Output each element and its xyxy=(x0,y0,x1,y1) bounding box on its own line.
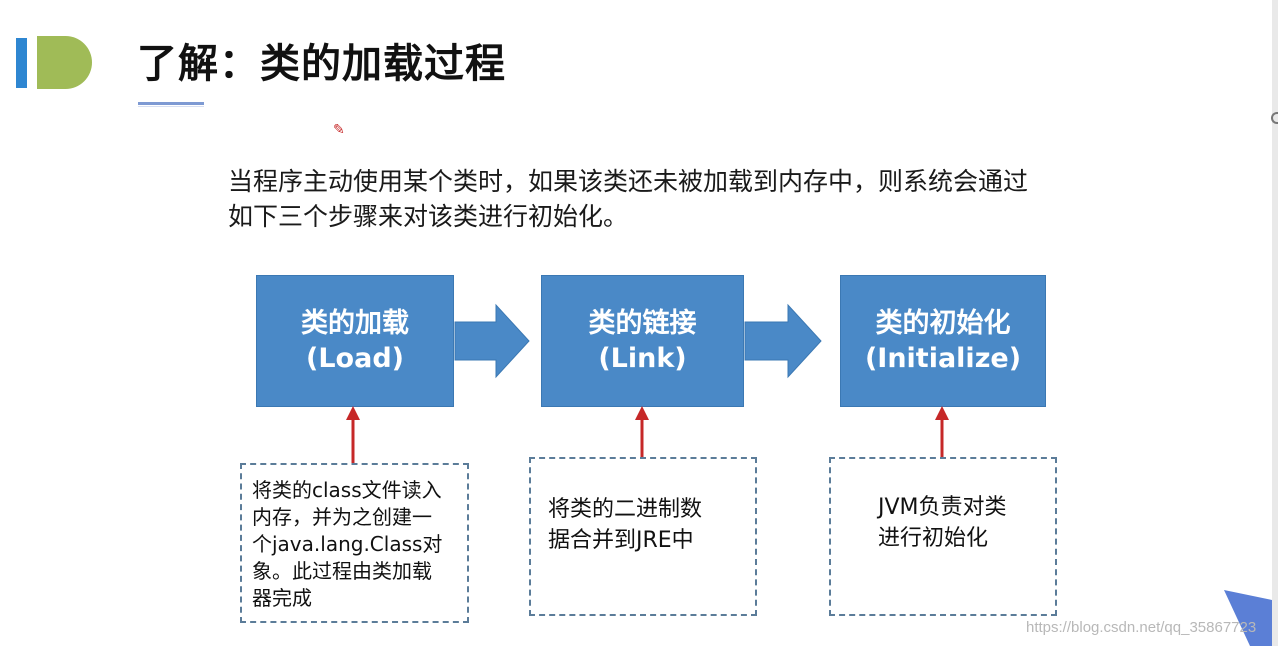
logo-green-d-shape xyxy=(37,36,92,89)
step-load-name: 类的加载 xyxy=(301,308,409,339)
step-load-en: (Load) xyxy=(306,343,404,374)
note-initialize-line: 进行初始化 xyxy=(878,526,989,551)
pointer-arrow-icon-load xyxy=(346,406,360,464)
note-load-line: 将类的class文件读入 xyxy=(252,478,442,502)
step-box-initialize: 类的初始化 (Initialize) xyxy=(840,275,1046,407)
intro-paragraph: 当程序主动使用某个类时，如果该类还未被加载到内存中，则系统会通过 如下三个步骤来… xyxy=(228,164,1188,234)
note-load-line: 象。此过程由类加载 xyxy=(252,559,432,583)
note-load-line: 内存，并为之创建一 xyxy=(252,505,432,529)
title-underline-shadow xyxy=(138,106,204,107)
corner-decoration-triangle xyxy=(1224,590,1272,646)
intro-line-2: 如下三个步骤来对该类进行初始化。 xyxy=(228,202,629,231)
step-link-en: (Link) xyxy=(598,343,687,374)
note-load-description: 将类的class文件读入 内存，并为之创建一 个java.lang.Class对… xyxy=(240,463,469,623)
note-link-line: 将类的二进制数 xyxy=(548,497,703,522)
logo-blue-bar xyxy=(16,38,27,88)
step-initialize-en: (Initialize) xyxy=(864,343,1022,374)
slide-title: 了解：类的加载过程 xyxy=(137,41,506,87)
note-initialize-line: JVM负责对类 xyxy=(878,495,1007,520)
step-box-load: 类的加载 (Load) xyxy=(256,275,454,407)
note-link-description: 将类的二进制数 据合并到JRE中 xyxy=(529,457,757,616)
step-link-name: 类的链接 xyxy=(588,308,697,339)
note-link-line: 据合并到JRE中 xyxy=(548,528,694,553)
note-initialize-description: JVM负责对类 进行初始化 xyxy=(829,457,1057,616)
pointer-arrow-icon-initialize xyxy=(935,406,949,458)
step-box-link: 类的链接 (Link) xyxy=(541,275,744,407)
title-underline xyxy=(138,102,204,105)
flow-arrow-icon-link-to-initialize xyxy=(744,303,822,379)
flow-arrow-icon-load-to-link xyxy=(454,303,530,379)
scroll-handle-icon[interactable] xyxy=(1271,112,1278,124)
watermark-url: https://blog.csdn.net/qq_35867723 xyxy=(1026,619,1257,636)
note-load-line: 器完成 xyxy=(252,586,312,610)
intro-line-1: 当程序主动使用某个类时，如果该类还未被加载到内存中，则系统会通过 xyxy=(228,167,1029,196)
window-right-edge xyxy=(1272,0,1278,646)
pointer-arrow-icon-link xyxy=(635,406,649,458)
pen-cursor-icon: ✎ xyxy=(333,122,345,138)
step-initialize-name: 类的初始化 xyxy=(875,308,1011,339)
note-load-line: 个java.lang.Class对 xyxy=(252,532,443,556)
